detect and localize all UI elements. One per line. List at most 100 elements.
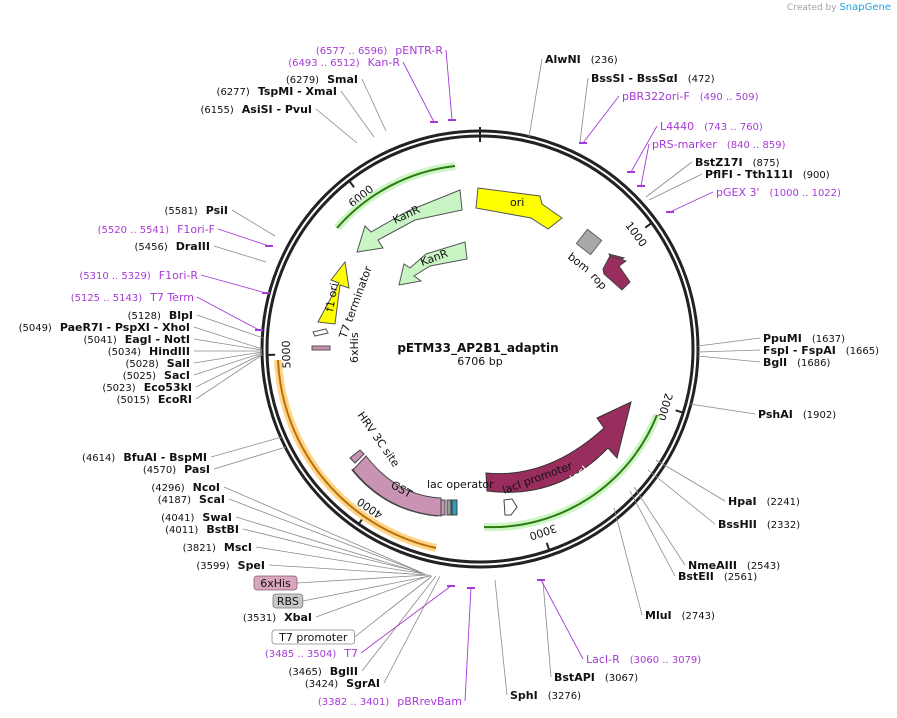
site-position: (4041) xyxy=(161,513,194,524)
primer-leader-pbr322ori-f xyxy=(582,95,620,144)
site-name: PpuMI xyxy=(763,332,802,345)
site-ncoi: NcoI(4296) xyxy=(151,481,220,494)
site-bglii: BglII(3465) xyxy=(289,665,358,678)
feature-bom: bom xyxy=(565,228,603,275)
primer-name: pBRrevBam xyxy=(397,695,462,708)
site-nmeaiii: NmeAIII(2543) xyxy=(688,559,780,572)
site-hindiii: HindIII (5034) xyxy=(108,345,190,358)
leader-line-alwni xyxy=(528,58,543,138)
leader-line-xbai xyxy=(315,574,432,618)
leader-line-eagi xyxy=(193,338,263,351)
site-tspmi: TspMI - XmaI(6277) xyxy=(217,85,337,98)
site-eagi: EagI - NotI(5041) xyxy=(83,333,190,346)
site-position: (3067) xyxy=(605,673,638,684)
site-position: (5015) xyxy=(117,395,150,406)
site-spei: SpeI(3599) xyxy=(196,559,265,572)
primer-position: (840 .. 859) xyxy=(727,140,786,151)
primer-name: F1ori-F xyxy=(177,223,215,236)
site-sgrai: SgrAI(3424) xyxy=(305,677,380,690)
site-position: (5581) xyxy=(164,206,197,217)
plasmid-name: pETM33_AP2B1_adaptin xyxy=(397,341,558,356)
feature-laci-outer-arc xyxy=(483,413,661,532)
site-position: (3531) xyxy=(243,613,276,624)
primer-leader-pentr-r xyxy=(445,49,453,121)
site-hpai: HpaI(2241) xyxy=(728,495,800,508)
site-position: (5034) xyxy=(108,347,141,358)
boxed-leader-his xyxy=(296,574,429,584)
primer-position: (1000 .. 1022) xyxy=(770,188,842,199)
site-bsshii: BssHII(2332) xyxy=(718,518,800,531)
site-sali: SalI(5028) xyxy=(126,357,190,370)
feature-6xhis: 6xHis xyxy=(311,332,361,363)
feature-6xhis-label: 6xHis xyxy=(348,332,361,363)
site-fspi: FspI - FspAI(1665) xyxy=(763,344,879,357)
leader-line-ncoi xyxy=(223,486,419,572)
leader-line-blpi xyxy=(196,314,264,339)
primer-leader-f1ori-r xyxy=(200,274,267,294)
primer-pgex-3-: pGEX 3' (1000 .. 1022) xyxy=(716,186,841,199)
primer-name: T7 xyxy=(343,647,358,660)
site-mlui: MluI(2743) xyxy=(645,609,715,622)
site-position: (2743) xyxy=(682,611,715,622)
site-ecori: EcoRI (5015) xyxy=(117,393,192,406)
boxed-leader-t7p xyxy=(354,575,433,638)
primer-pbr322ori-f: pBR322ori-F(490 .. 509) xyxy=(622,90,759,103)
site-position: (4570) xyxy=(143,465,176,476)
leader-line-saci xyxy=(193,352,263,376)
leader-line-sgrai xyxy=(383,575,441,684)
site-position: (4296) xyxy=(151,483,184,494)
tick-mark-1000 xyxy=(644,222,653,229)
feature-f1ori: f1 ori xyxy=(317,260,350,325)
site-bgli: BglI(1686) xyxy=(763,356,830,369)
site-position: (236) xyxy=(591,55,618,66)
feature-kanr-outer-arc xyxy=(333,162,456,231)
site-position: (5025) xyxy=(123,371,156,382)
leader-line-tspmi xyxy=(340,90,375,138)
site-position: (2332) xyxy=(767,520,800,531)
leader-line-pshai xyxy=(689,403,756,415)
leader-line-bglii xyxy=(361,575,437,672)
site-position: (6277) xyxy=(217,87,250,98)
feature-lac-operator: lac operator xyxy=(427,478,494,516)
primer-position: (3382 .. 3401) xyxy=(318,697,390,708)
site-position: (875) xyxy=(753,158,780,169)
leader-line-smai xyxy=(361,78,387,132)
site-name: ScaI xyxy=(199,493,225,506)
leader-line-asisi xyxy=(315,108,358,144)
site-saci: SacI(5025) xyxy=(123,369,190,382)
site-position: (472) xyxy=(688,74,715,85)
site-ppumi: PpuMI(1637) xyxy=(763,332,845,345)
site-name: EagI - NotI xyxy=(125,333,190,346)
site-bsteii: BstEII(2561) xyxy=(678,570,757,583)
plasmid-length: 6706 bp xyxy=(457,355,502,368)
site-name: BglI xyxy=(763,356,787,369)
leader-line-pasi xyxy=(213,446,287,470)
primer-laci-r: LacI-R(3060 .. 3079) xyxy=(586,653,701,666)
site-position: (900) xyxy=(803,170,830,181)
site-position: (2543) xyxy=(747,561,780,572)
leader-line-bfuai xyxy=(210,436,283,458)
site-name: PaeR7I - PspXI - XhoI xyxy=(60,321,190,334)
site-position: (4011) xyxy=(165,525,198,536)
primer-position: (3060 .. 3079) xyxy=(630,655,702,666)
boxed-label-text: RBS xyxy=(277,595,299,608)
primer-position: (6577 .. 6596) xyxy=(316,46,388,57)
primer-t7-term: T7 Term(5125 .. 5143) xyxy=(71,291,194,304)
site-name: BfuAI - BspMI xyxy=(123,451,207,464)
primer-name: pGEX 3' xyxy=(716,186,760,199)
site-name: HindIII xyxy=(149,345,190,358)
tick-label-1000: 1000 xyxy=(622,219,649,249)
primer-name: pRS-marker xyxy=(652,138,717,151)
site-name: EcoRI xyxy=(158,393,192,406)
site-name: PsiI xyxy=(206,204,228,217)
site-position: (3424) xyxy=(305,679,338,690)
site-name: BstEII xyxy=(678,570,714,583)
site-bstz17i: BstZ17I(875) xyxy=(695,156,780,169)
site-name: SwaI xyxy=(202,511,232,524)
leader-line-fspi xyxy=(697,349,761,353)
site-position: (3599) xyxy=(196,561,229,572)
site-draiii: DraIII(5456) xyxy=(134,240,210,253)
feature-ori-label: ori xyxy=(510,196,524,209)
tick-mark-3000 xyxy=(545,542,551,551)
